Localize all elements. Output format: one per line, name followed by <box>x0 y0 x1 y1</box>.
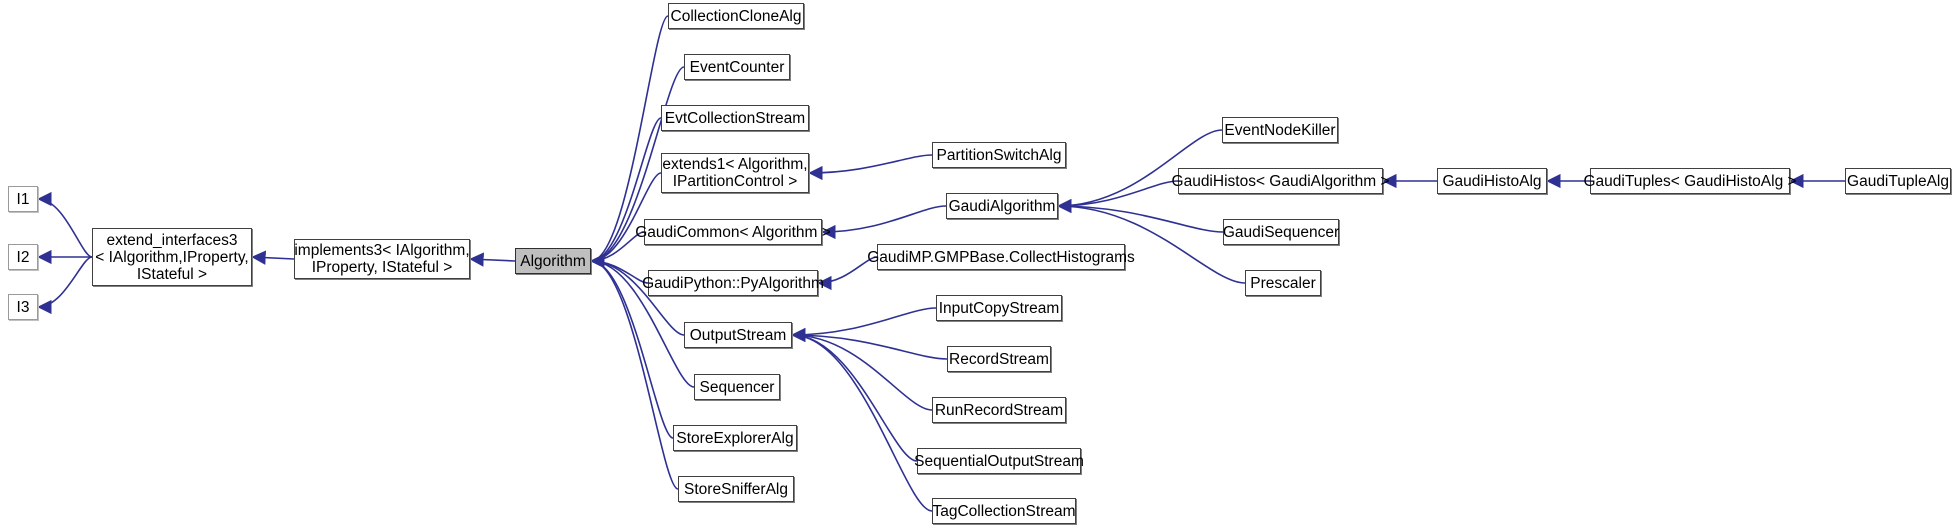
node-recordstream[interactable]: RecordStream <box>947 346 1051 372</box>
edge-inputcopystream-to-outputstream <box>791 307 937 343</box>
edge-extend_interfaces3-to-i1 <box>37 191 93 258</box>
node-extend_interfaces3[interactable]: extend_interfaces3 < IAlgorithm,IPropert… <box>92 228 252 286</box>
node-gaudisequencer[interactable]: GaudiSequencer <box>1223 219 1339 245</box>
node-implements3[interactable]: implements3< IAlgorithm, IProperty, ISta… <box>294 239 470 279</box>
node-i3[interactable]: I3 <box>8 294 38 320</box>
node-i1[interactable]: I1 <box>8 186 38 212</box>
node-partitionswitchalg[interactable]: PartitionSwitchAlg <box>932 142 1066 168</box>
edge-gaudihistos-to-gaudialgorithm <box>1057 180 1179 214</box>
node-inputcopystream[interactable]: InputCopyStream <box>936 295 1062 321</box>
node-storesnifferalg[interactable]: StoreSnifferAlg <box>678 476 794 502</box>
node-gaudihistos[interactable]: GaudiHistos< GaudiAlgorithm > <box>1172 168 1389 194</box>
edge-tagcollectionstream-to-outputstream <box>791 327 933 512</box>
edge-gaudisequencer-to-gaudialgorithm <box>1057 198 1224 233</box>
node-gaudituplealg[interactable]: GaudiTupleAlg <box>1845 168 1951 194</box>
edge-implements3-to-extend_interfaces3 <box>251 250 295 265</box>
node-sequencer[interactable]: Sequencer <box>694 374 780 400</box>
edge-gaudialgorithm-to-gaudicommon <box>821 205 947 240</box>
node-eventnodekiller[interactable]: EventNodeKiller <box>1222 117 1338 143</box>
node-gaudipython[interactable]: GaudiPython::PyAlgorithm <box>642 270 824 296</box>
node-storeexploreralg[interactable]: StoreExplorerAlg <box>673 425 797 451</box>
node-collectionclonealg[interactable]: CollectionCloneAlg <box>668 3 804 29</box>
node-eventcounter[interactable]: EventCounter <box>684 54 790 80</box>
node-tagcollectionstream[interactable]: TagCollectionStream <box>932 498 1076 524</box>
node-gaudimp[interactable]: GaudiMP.GMPBase.CollectHistograms <box>867 244 1135 270</box>
edge-sequentialoutputstream-to-outputstream <box>791 327 918 462</box>
edge-gaudipython-to-algorithm <box>590 253 649 284</box>
node-gaudicommon[interactable]: GaudiCommon< Algorithm > <box>635 219 831 245</box>
edge-extends1-to-algorithm <box>590 172 662 269</box>
node-gauditupleshistoalg[interactable]: GaudiTuples< GaudiHistoAlg > <box>1583 168 1797 194</box>
node-extends1[interactable]: extends1< Algorithm, IPartitionControl > <box>661 153 809 193</box>
node-gaudialgorithm[interactable]: GaudiAlgorithm <box>946 193 1058 219</box>
node-algorithm[interactable]: Algorithm <box>515 248 591 274</box>
node-outputstream[interactable]: OutputStream <box>684 322 792 348</box>
edge-partitionswitchalg-to-extends1 <box>808 154 933 181</box>
edge-recordstream-to-outputstream <box>791 327 948 360</box>
node-gaudihistoalg[interactable]: GaudiHistoAlg <box>1437 168 1547 194</box>
node-runrecordstream[interactable]: RunRecordStream <box>932 397 1066 423</box>
edge-runrecordstream-to-outputstream <box>791 327 933 411</box>
edge-extend_interfaces3-to-i3 <box>37 256 93 315</box>
node-evtcollectionstream[interactable]: EvtCollectionStream <box>661 105 809 131</box>
edge-algorithm-to-implements3 <box>469 252 516 267</box>
node-prescaler[interactable]: Prescaler <box>1245 270 1321 296</box>
node-sequentialoutputstream[interactable]: SequentialOutputStream <box>914 448 1084 474</box>
node-i2[interactable]: I2 <box>8 244 38 270</box>
